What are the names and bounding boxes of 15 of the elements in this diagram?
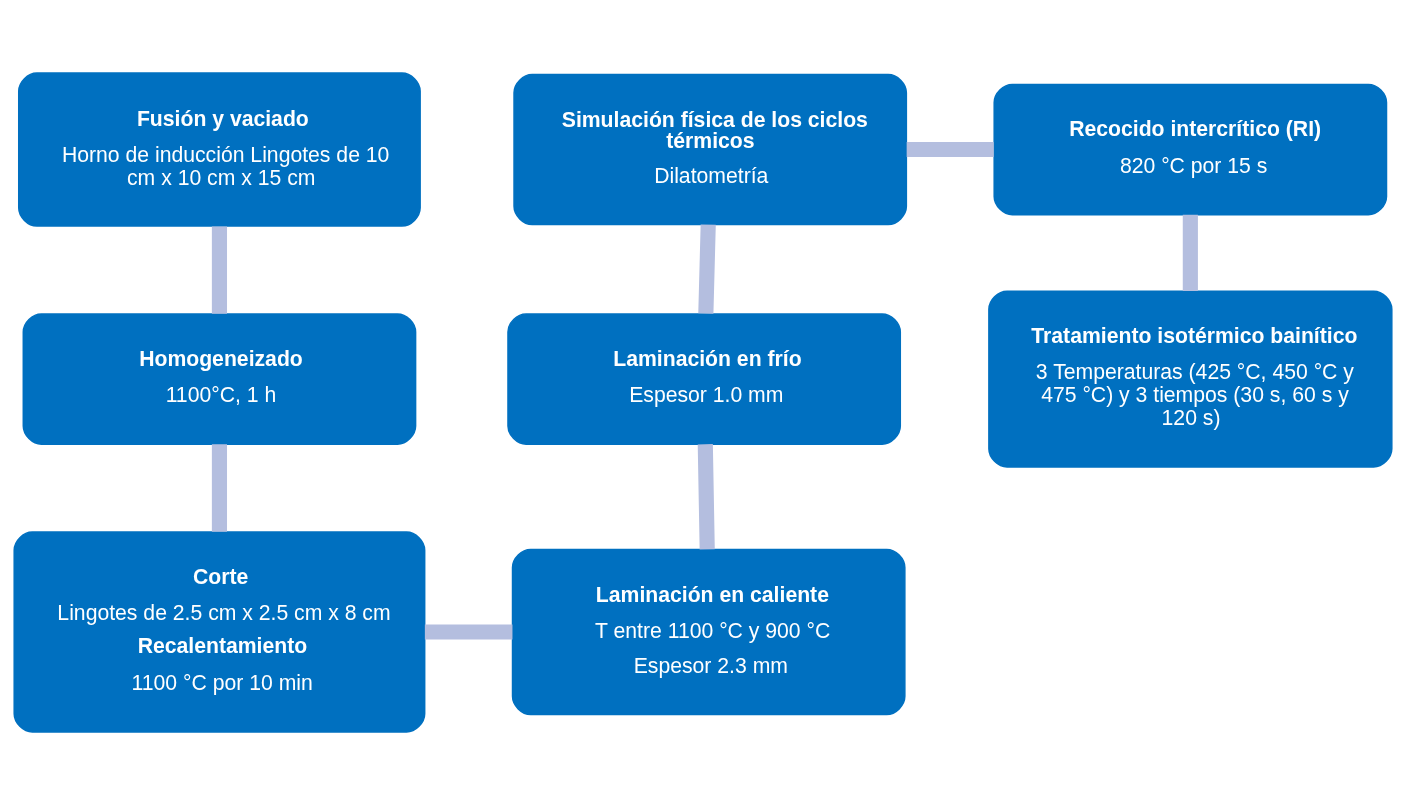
connector (906, 141, 994, 157)
connector (211, 443, 227, 532)
connector (1182, 214, 1198, 291)
node-box: Laminación en caliente T entre 1100 °C y 900 °C Espesor 2.3 mm (511, 548, 906, 715)
connector (698, 223, 716, 314)
node-box: Homogeneizado 1100°C, 1 h (22, 312, 417, 445)
connector (697, 443, 715, 549)
node-box: Corte Lingotes de 2.5 cm x 2.5 cm x 8 cm Recalentamiento 1100 °C por 10 min (13, 530, 426, 733)
node-box: Laminación en frío Espesor 1.0 mm (507, 312, 902, 445)
connector (424, 623, 513, 640)
node-box: Simulación física de los ciclos térmicos Dilatometría (513, 73, 908, 225)
node-box: Fusión y vaciado Horno de inducción Lingotes de 10 cm x 10 cm x 15 cm (18, 71, 421, 227)
node-box: Tratamiento isotérmico bainítico 3 Temperaturas (425 °C, 450 °C y 475 °C) y 3 tiempos (30 s, 60 s y 120 s) (988, 289, 1393, 468)
node-box: Recocido intercrítico (RI) 820 °C por 15 s (993, 83, 1388, 215)
connector (211, 225, 227, 314)
